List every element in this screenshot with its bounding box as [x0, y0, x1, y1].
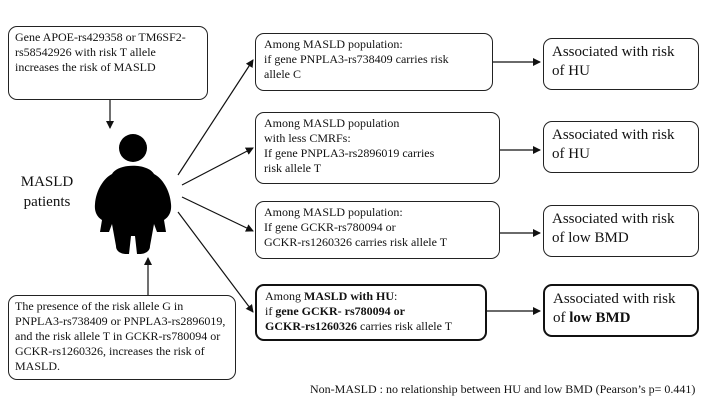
arrow-person-to-cond-3 [181, 196, 254, 232]
outcome-box-2: Associated with risk of HU [543, 121, 699, 173]
arrow-person-to-cond-2 [181, 147, 254, 186]
outcome-box-3: Associated with risk of low BMD [543, 205, 699, 257]
condition-box-1: Among MASLD population: if gene PNPLA3-r… [255, 33, 493, 91]
patients-label: MASLD patients [20, 174, 74, 210]
outcome-box-4: Associated with risk of low BMD [543, 284, 699, 337]
apoe-tm6sf2-risk-box: Gene APOE-rs429358 or TM6SF2-rs58542926 … [8, 26, 208, 100]
condition-box-4: Among MASLD with HU: if gene GCKR- rs780… [255, 284, 487, 341]
condition-box-3: Among MASLD population: If gene GCKR-rs7… [255, 201, 500, 259]
pnpla3-gckr-risk-box: The presence of the risk allele G in PNP… [8, 295, 236, 380]
outcome-box-1: Associated with risk of HU [543, 38, 699, 90]
condition-box-2: Among MASLD population with less CMRFs: … [255, 112, 500, 184]
arrow-person-to-cond-4 [177, 211, 254, 313]
arrow-person-to-cond-1 [177, 59, 254, 176]
patient-silhouette-icon [94, 134, 172, 254]
footer-note: Non-MASLD : no relationship between HU a… [310, 382, 696, 396]
